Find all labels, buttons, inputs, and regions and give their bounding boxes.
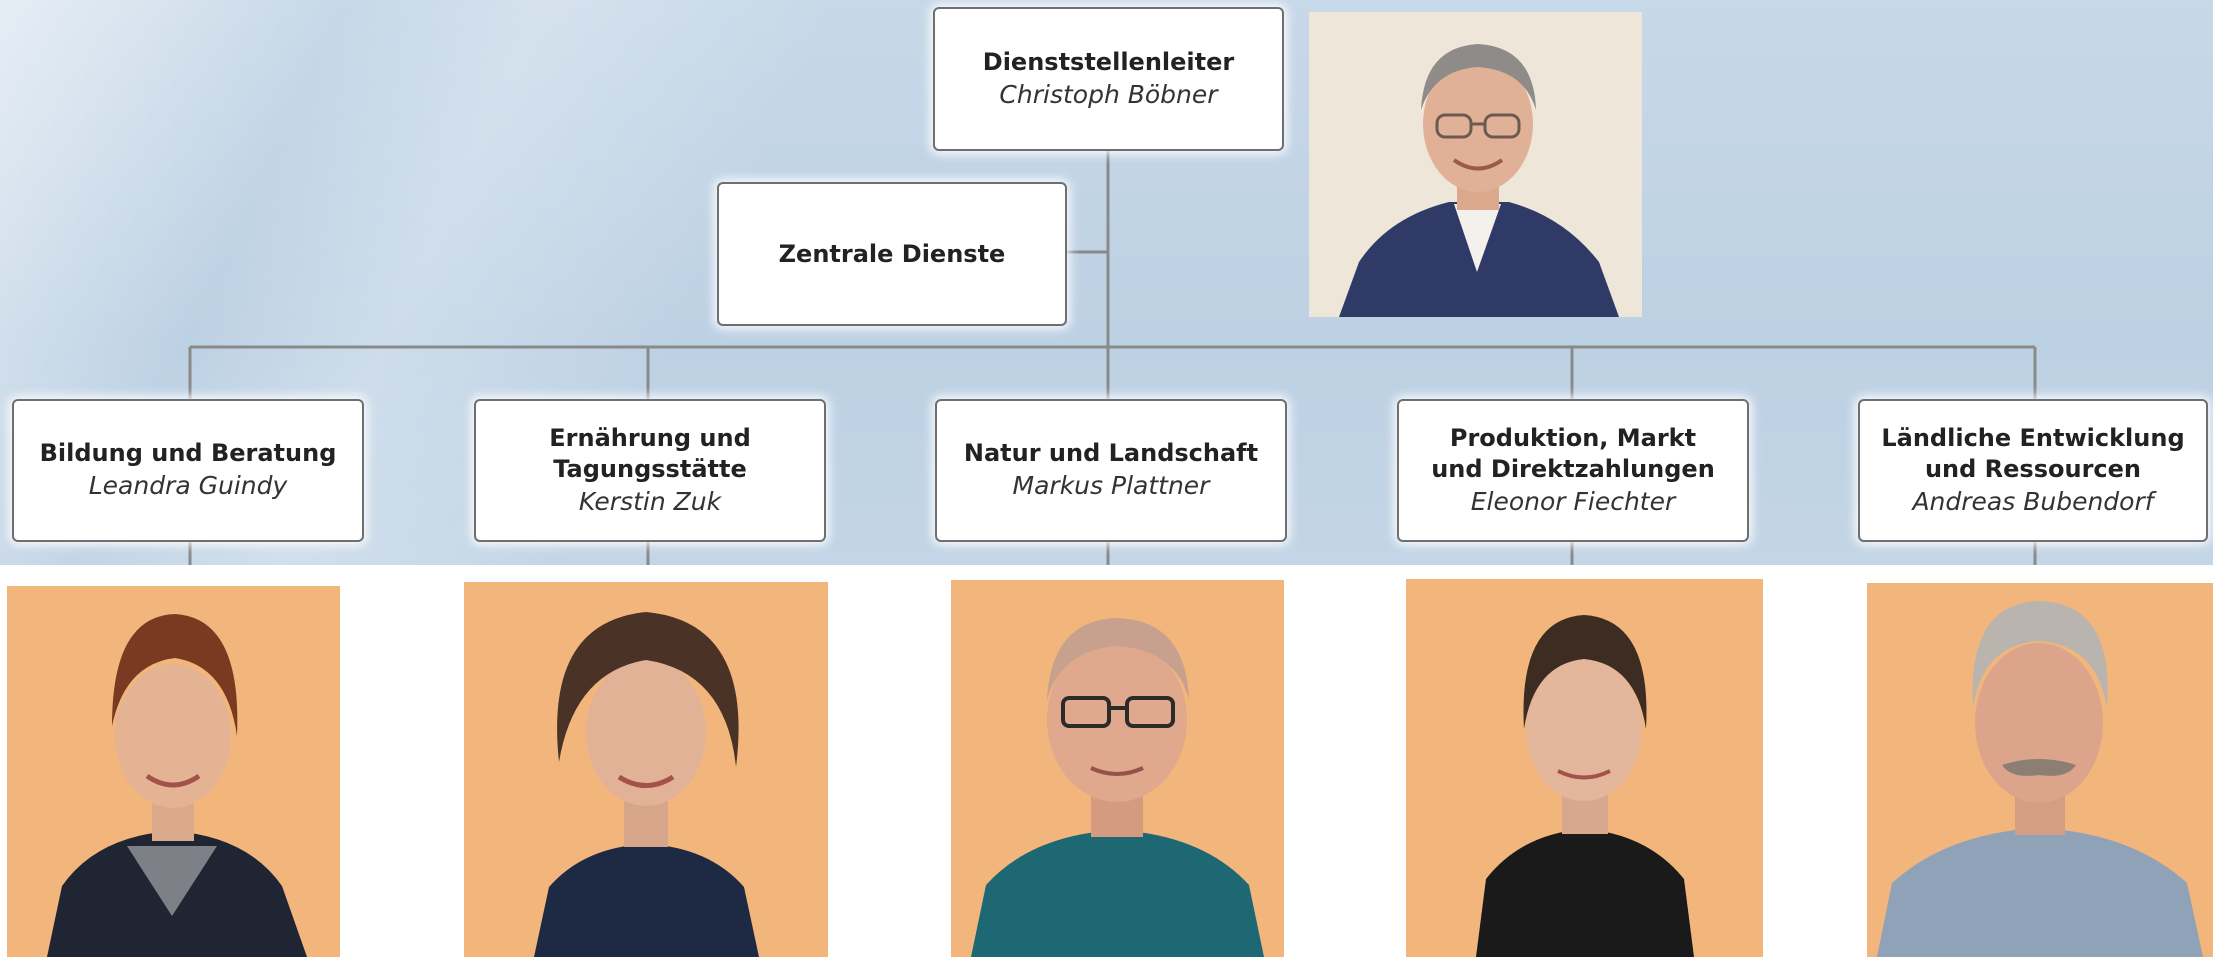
department-box-3: Natur und Landschaft Markus Plattner	[935, 399, 1287, 542]
department-title: Produktion, Markt	[1449, 423, 1697, 452]
org-chart-area: Dienststellenleiter Christoph Böbner Zen…	[0, 0, 2213, 565]
department-lead-name: Eleonor Fiechter	[1470, 486, 1676, 516]
department-title: Ländliche Entwicklung	[1881, 423, 2185, 452]
portrait-photo-2	[464, 582, 828, 957]
department-box-2: Ernährung und Tagungsstätte Kerstin Zuk	[474, 399, 826, 542]
department-box-4: Produktion, Markt und Direktzahlungen El…	[1397, 399, 1749, 542]
head-name: Christoph Böbner	[999, 79, 1218, 109]
head-portrait-photo	[1309, 12, 1642, 317]
staff-title: Zentrale Dienste	[778, 239, 1006, 268]
portrait-photo-4	[1406, 579, 1763, 957]
department-lead-name: Kerstin Zuk	[578, 486, 722, 516]
department-lead-name: Markus Plattner	[1012, 471, 1210, 500]
department-lead-name: Leandra Guindy	[88, 471, 288, 500]
department-title-line2: und Direktzahlungen	[1431, 454, 1715, 483]
portrait-photo-1	[7, 586, 340, 957]
department-box-1: Bildung und Beratung Leandra Guindy	[12, 399, 364, 542]
head-box: Dienststellenleiter Christoph Böbner	[933, 7, 1284, 151]
department-title-line2: und Ressourcen	[1924, 454, 2142, 483]
department-title: Bildung und Beratung	[39, 439, 337, 467]
staff-box: Zentrale Dienste	[717, 182, 1067, 326]
portrait-photo-5	[1867, 583, 2213, 957]
portrait-photo-3	[951, 580, 1284, 957]
department-title-line2: Tagungsstätte	[553, 454, 747, 483]
department-title: Ernährung und	[549, 423, 751, 452]
department-title: Natur und Landschaft	[963, 439, 1259, 467]
department-box-5: Ländliche Entwicklung und Ressourcen And…	[1858, 399, 2208, 542]
head-title: Dienststellenleiter	[982, 47, 1235, 76]
department-lead-name: Andreas Bubendorf	[1912, 486, 2154, 516]
